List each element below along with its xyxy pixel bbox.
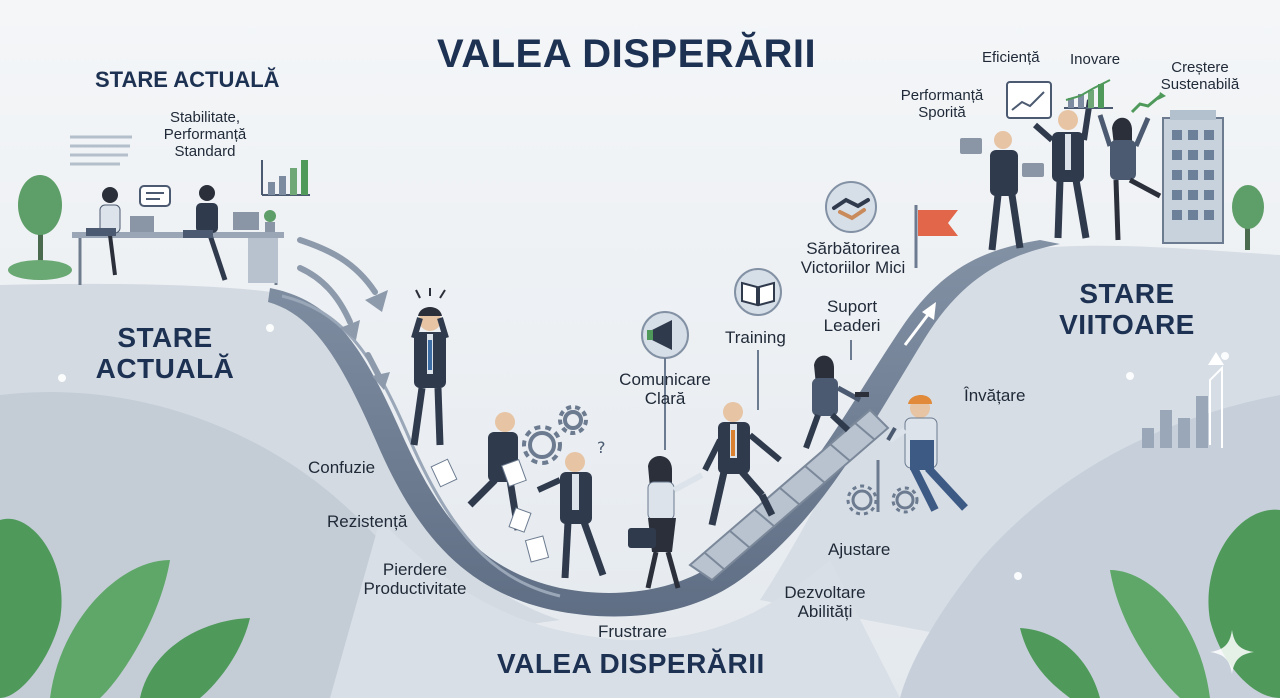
label-skills-line1: Dezvoltare (784, 583, 866, 602)
bar-chart-icon (261, 160, 310, 196)
celebrating-team (960, 99, 1162, 251)
label-confusion: Confuzie (308, 458, 376, 477)
current-state-subtitle: Stabilitate, Performanță Standard (150, 109, 260, 160)
valley-floor (330, 520, 900, 698)
page-title: VALEA DISPERĂRII (437, 32, 817, 76)
label-performance: Performanță Sporită (887, 87, 997, 122)
left-leaves (0, 518, 250, 698)
label-communication-line2: Clară (644, 389, 686, 409)
helping-man (702, 402, 782, 526)
woman-with-briefcase (628, 455, 704, 589)
label-performance-line2: Sporită (918, 103, 966, 121)
label-growth-line2: Sustenabilă (1160, 75, 1240, 93)
label-innovation: Inovare (1070, 51, 1121, 68)
label-productivity-loss-line1: Pierdere (382, 560, 448, 579)
label-skills-line2: Abilități (797, 602, 853, 622)
right-bar-chart (1142, 352, 1224, 448)
worker-with-wrench (886, 395, 968, 512)
future-state-area-label: STARE VIITOARE (1052, 278, 1202, 341)
label-communication: Comunicare Clară (610, 370, 720, 408)
label-adjustment: Ajustare (828, 540, 891, 559)
label-productivity-loss-line2: Productivitate (363, 579, 467, 599)
label-leadership-line1: Suport (826, 297, 878, 316)
office-building (1162, 110, 1224, 244)
falling-papers-person (430, 412, 550, 563)
label-growth-line1: Creștere (1171, 59, 1229, 76)
bottom-title: VALEA DISPERĂRII (497, 648, 765, 679)
label-frustration: Frustrare (598, 622, 667, 641)
current-state-subtitle-line1: Stabilitate, (169, 109, 241, 126)
label-celebration-line2: Victoriilor Mici (800, 258, 906, 278)
descent-arrows (297, 237, 383, 381)
label-learning: Învățare (964, 386, 1026, 405)
handshake-icon (825, 181, 877, 360)
current-state-area-line2: ACTUALĂ (95, 353, 235, 385)
label-celebration-line1: Sărbătorirea (806, 239, 900, 258)
office-desk (72, 185, 284, 285)
label-training: Training (725, 328, 786, 347)
current-state-heading: STARE ACTUALĂ (95, 67, 280, 92)
current-state-area-label: STARE ACTUALĂ (95, 322, 235, 385)
left-tree (8, 175, 72, 280)
future-state-area-line2: VIITOARE (1059, 309, 1195, 341)
report-lines (70, 135, 132, 166)
climbing-woman (803, 355, 869, 450)
svg-text:?: ? (597, 438, 606, 457)
confused-person (536, 452, 607, 579)
label-efficiency: Eficiență (982, 49, 1040, 66)
label-resistance: Rezistență (327, 512, 408, 531)
sparkle-icon (1210, 630, 1254, 674)
book-icon (734, 268, 782, 410)
label-productivity-loss: Pierdere Productivitate (345, 560, 485, 598)
label-communication-line1: Comunicare (619, 370, 711, 389)
megaphone-icon (641, 311, 689, 450)
glow-dots (58, 324, 1229, 580)
current-state-subtitle-line3: Standard (174, 142, 236, 160)
label-performance-line1: Performanță (900, 87, 984, 104)
flag-icon (914, 205, 958, 268)
label-leadership: Suport Leaderi (812, 297, 892, 335)
right-tree (1232, 185, 1264, 250)
label-growth: Creștere Sustenabilă (1145, 59, 1255, 94)
label-celebration: Sărbătorirea Victoriilor Mici (788, 239, 918, 277)
ascent-arrow (903, 311, 932, 346)
label-leadership-line2: Leaderi (823, 316, 881, 336)
growth-chart-icon (1006, 79, 1166, 119)
future-state-area-line1: STARE (1079, 278, 1175, 309)
staircase (688, 408, 890, 582)
current-state-subtitle-line2: Performanță (163, 125, 247, 143)
right-hill-shade (900, 395, 1280, 698)
stressed-person (410, 288, 449, 446)
small-gears (846, 460, 919, 516)
current-state-area-line1: STARE (117, 322, 213, 353)
label-skills: Dezvoltare Abilități (770, 583, 880, 621)
gear-icon (522, 405, 588, 465)
